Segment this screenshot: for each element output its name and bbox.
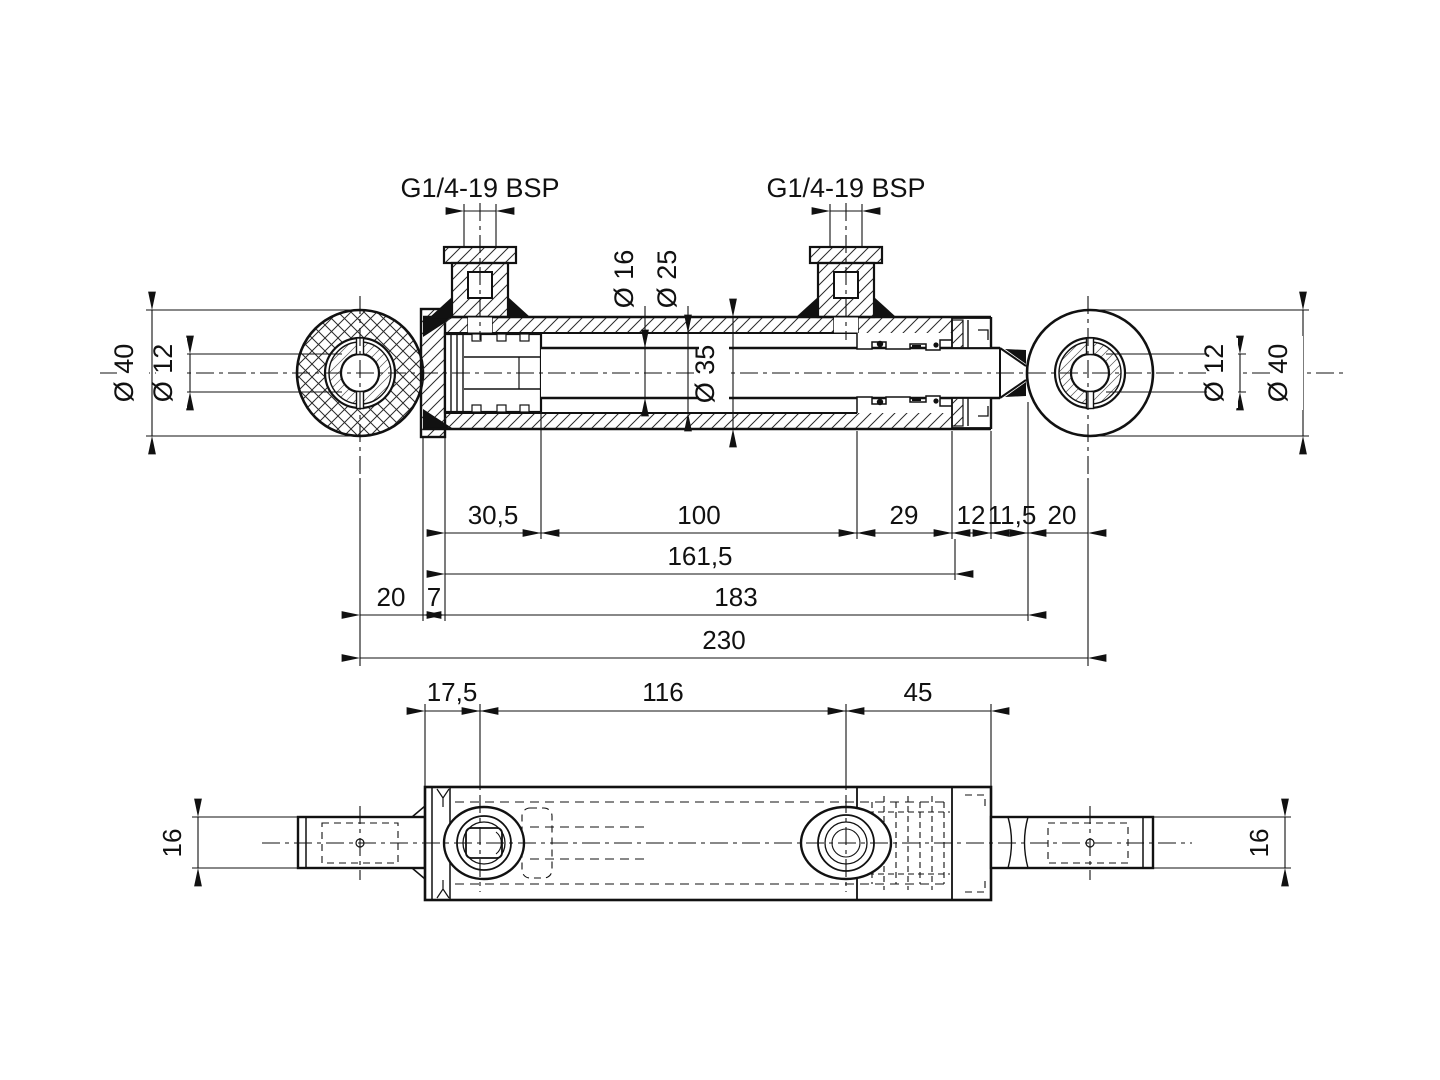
dim-11-5: 11,5 <box>988 500 1037 530</box>
dia-16-rod-label: Ø 16 <box>609 250 639 309</box>
bushing-slit-bottom <box>1085 390 1095 410</box>
centerlines <box>100 203 1345 892</box>
dimensions <box>146 204 1309 887</box>
weld-mark <box>436 880 450 899</box>
label-masks <box>117 336 1303 410</box>
dim-30-5: 30,5 <box>468 500 519 530</box>
right-rod-eye <box>1025 308 1155 438</box>
dim-12: 12 <box>957 500 986 530</box>
dim-116: 116 <box>642 677 683 707</box>
dim-183: 183 <box>714 582 757 612</box>
dim-100: 100 <box>677 500 720 530</box>
dia-12-left-label: Ø 12 <box>148 344 178 403</box>
port1-label: G1/4-19 BSP <box>400 173 559 203</box>
weld-mark <box>436 788 450 807</box>
dim-17-5: 17,5 <box>427 677 478 707</box>
weld-fillet <box>1005 349 1026 364</box>
weld-fillet <box>423 409 452 428</box>
dia-40-left-label: Ø 40 <box>109 344 139 403</box>
port2-label: G1/4-19 BSP <box>766 173 925 203</box>
bushing-slit-top <box>1085 337 1095 356</box>
dia-12-right-label: Ø 12 <box>1199 344 1229 403</box>
dim-20-left: 20 <box>377 582 406 612</box>
dim-16-right: 16 <box>1244 829 1274 858</box>
side-section-view <box>295 245 1155 439</box>
dim-45: 45 <box>904 677 933 707</box>
dim-7: 7 <box>427 582 441 612</box>
dim-16-left: 16 <box>157 829 187 858</box>
dim-230: 230 <box>702 625 745 655</box>
dia-25-bore-label: Ø 25 <box>652 250 682 309</box>
dim-29: 29 <box>890 500 919 530</box>
rod-gland <box>856 317 993 429</box>
weld-fillet <box>508 297 530 317</box>
weld-fillet <box>423 318 452 337</box>
labels: G1/4-19 BSP G1/4-19 BSP Ø 40 Ø 12 Ø 16 Ø… <box>109 173 1293 857</box>
dia-40-right-label: Ø 40 <box>1263 344 1293 403</box>
weld-fillet <box>430 297 452 317</box>
weld-fillet <box>1005 382 1026 397</box>
dim-161-5: 161,5 <box>667 541 732 571</box>
weld-fillet <box>796 297 818 317</box>
dim-20-right: 20 <box>1048 500 1077 530</box>
dia-35-tube-label: Ø 35 <box>690 345 720 404</box>
weld-fillet <box>874 297 896 317</box>
